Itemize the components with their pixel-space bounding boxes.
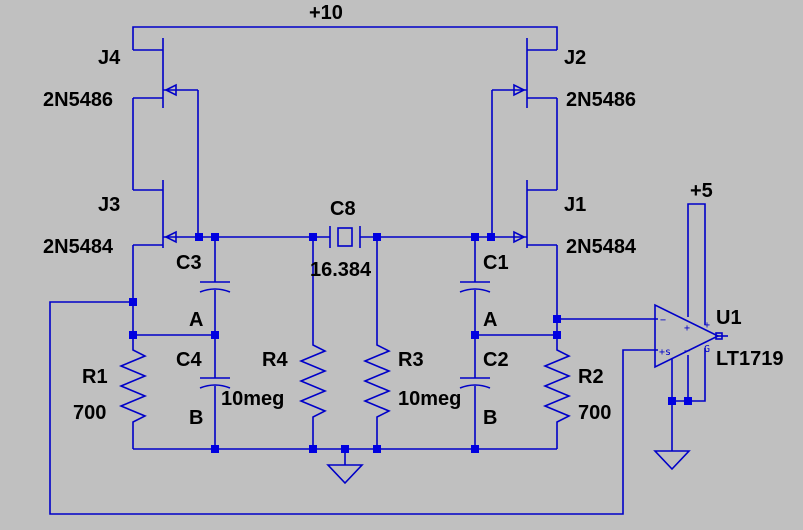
svg-text:−: − — [660, 315, 666, 326]
crystal-c8-ref: C8 — [330, 198, 356, 220]
jfet-j1-symbol — [492, 180, 558, 335]
junction-dots — [129, 233, 692, 453]
svg-text:+: + — [704, 320, 710, 331]
capacitor-c4-ref: C4 — [176, 349, 202, 371]
supply-label-10v: +10 — [309, 2, 343, 24]
jfet-j2-ref: J2 — [564, 47, 587, 69]
feedback-wires — [49, 301, 658, 515]
capacitor-c3-ref: C3 — [176, 252, 202, 274]
svg-text:+: + — [684, 323, 690, 334]
resistor-r4-symbol — [298, 237, 328, 449]
crystal-c8-value: 16.384 — [310, 259, 372, 281]
svg-text:−: − — [684, 346, 690, 357]
node-label-a-right: A — [483, 309, 498, 331]
supply-rail-10v — [132, 26, 558, 51]
comparator-u1-model: LT1719 — [716, 348, 784, 370]
crystal-c8-symbol — [329, 226, 361, 248]
supply-label-5v: +5 — [690, 180, 713, 202]
capacitor-c3-c4-column — [199, 237, 231, 449]
node-label-b-left: B — [189, 407, 204, 429]
svg-text:G: G — [704, 344, 710, 355]
resistor-r2-ref: R2 — [578, 366, 604, 388]
jfet-j2-symbol — [491, 38, 558, 237]
resistor-r1-symbol — [118, 335, 148, 449]
jfet-j3-symbol — [132, 180, 198, 335]
ground-bus — [133, 448, 557, 485]
resistor-r3-symbol — [362, 237, 392, 449]
resistor-r3-value: 10meg — [398, 388, 462, 410]
jfet-j1-ref: J1 — [564, 194, 587, 216]
resistor-r2-symbol — [542, 335, 572, 449]
comparator-u1-ref: U1 — [716, 307, 742, 329]
resistor-r4-value: 10meg — [221, 388, 285, 410]
node-label-b-right: B — [483, 407, 498, 429]
jfet-j4-ref: J4 — [98, 47, 121, 69]
comparator-u1-symbol: − +s + − + G — [653, 203, 728, 471]
resistor-r2-value: 700 — [578, 402, 612, 424]
resistor-r1-value: 700 — [73, 402, 107, 424]
jfet-j1-model: 2N5484 — [566, 236, 637, 258]
jfet-j3-model: 2N5484 — [43, 236, 114, 258]
resistor-r1-ref: R1 — [82, 366, 108, 388]
resistor-r4-ref: R4 — [262, 349, 288, 371]
jfet-j3-ref: J3 — [98, 194, 121, 216]
capacitor-c2-ref: C2 — [483, 349, 509, 371]
resistor-r3-ref: R3 — [398, 349, 424, 371]
jfet-j2-model: 2N5486 — [566, 89, 637, 111]
pin-s-plus-text: +s — [659, 347, 671, 358]
jfet-j4-model: 2N5486 — [43, 89, 114, 111]
node-label-a-left: A — [189, 309, 204, 331]
capacitor-c1-ref: C1 — [483, 252, 509, 274]
jfet-j4-symbol — [132, 38, 199, 237]
